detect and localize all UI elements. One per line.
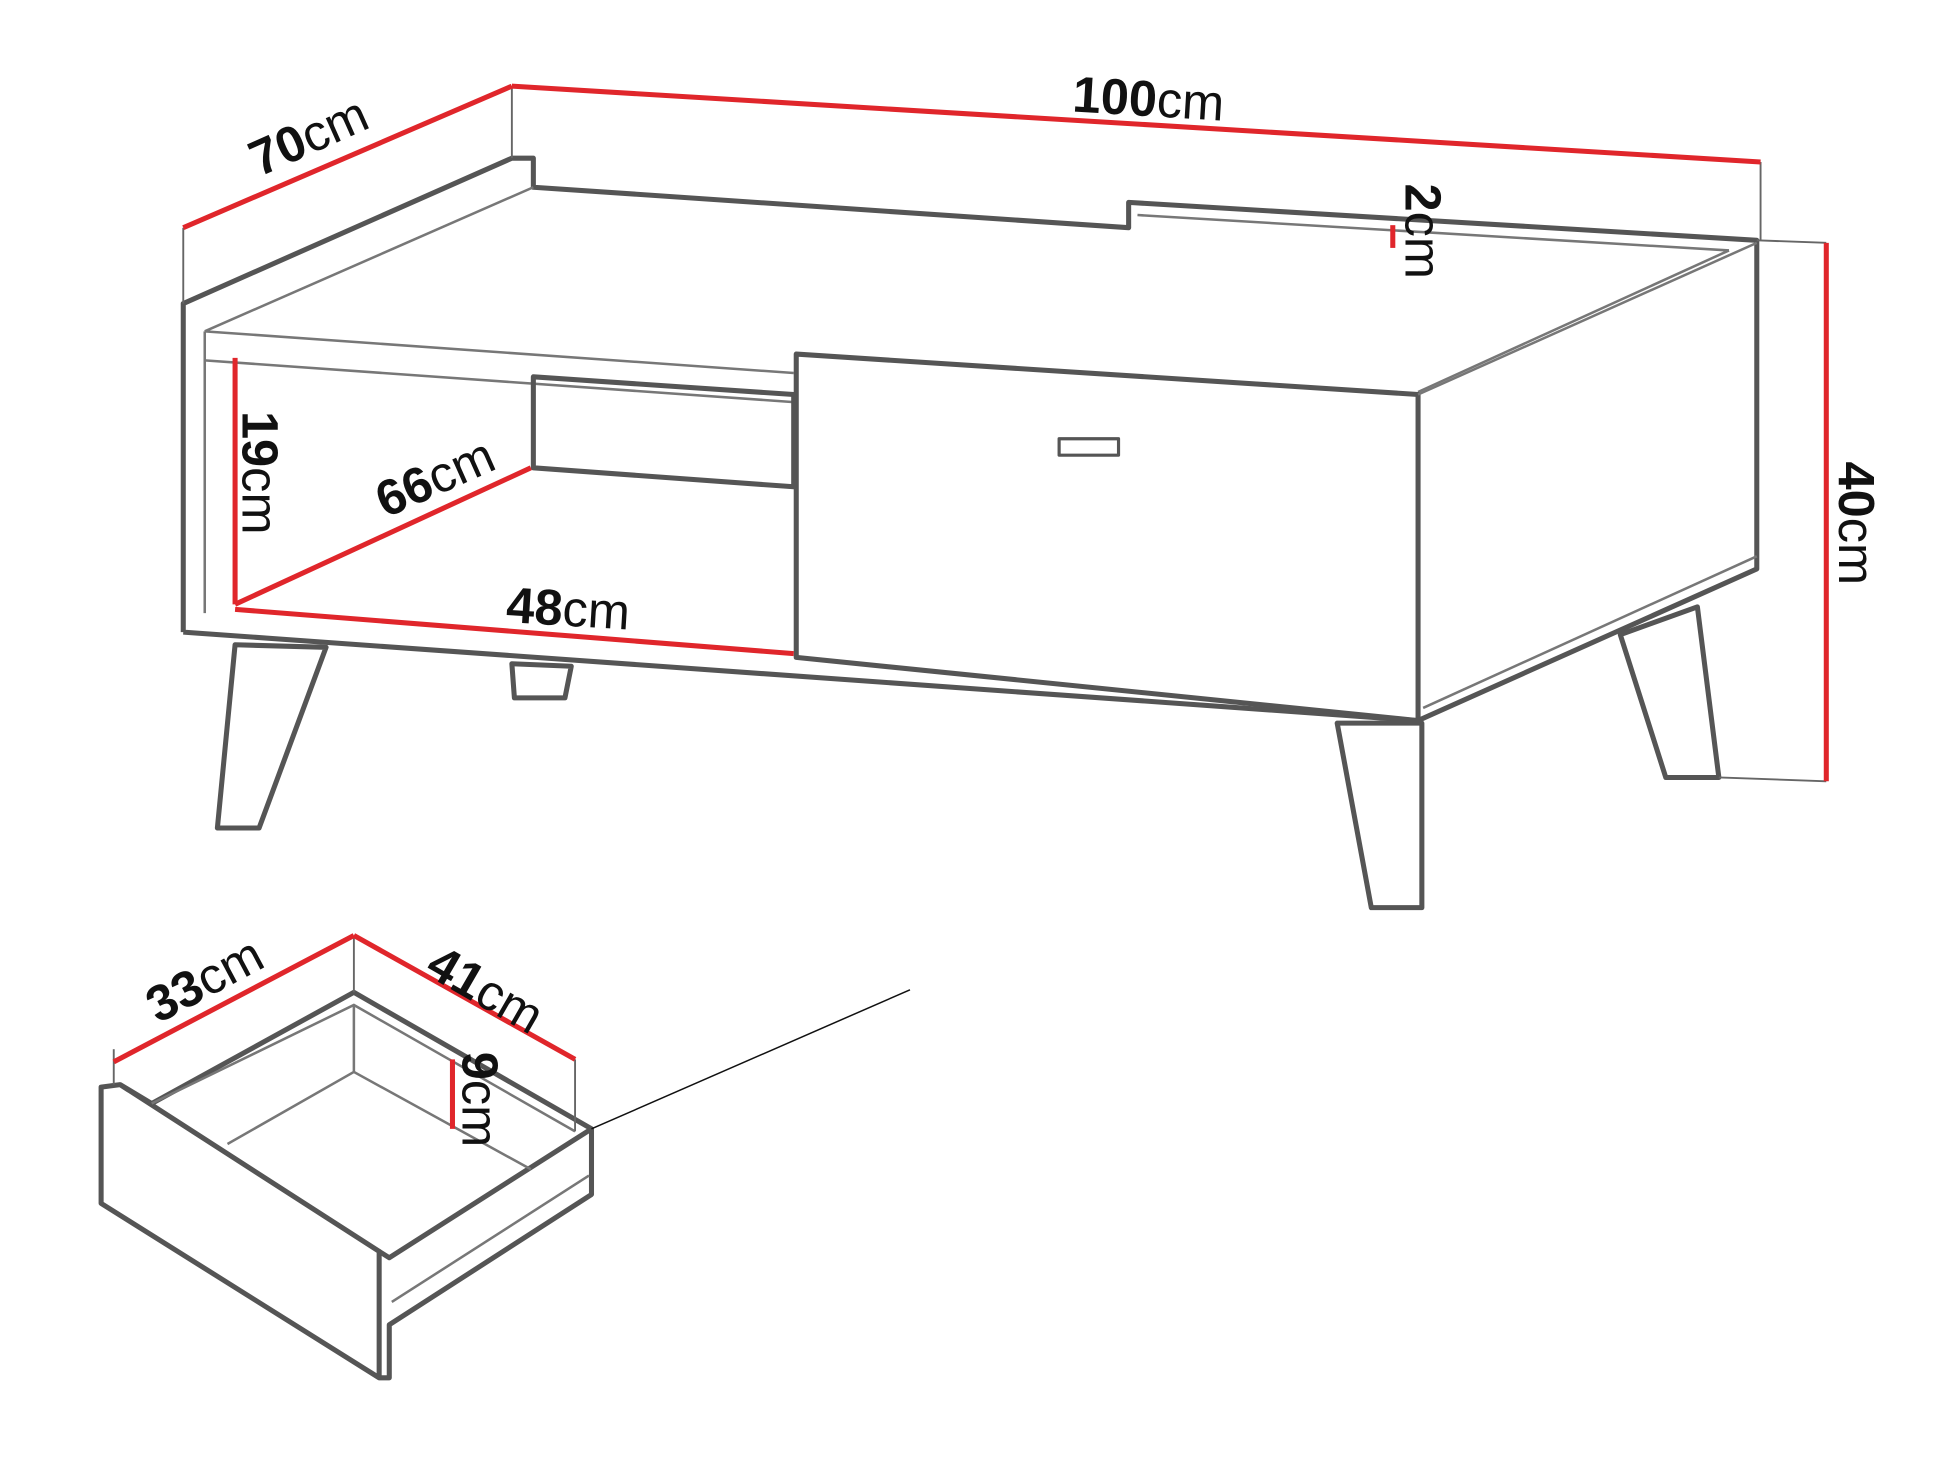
height-label: 40cm <box>1828 462 1885 586</box>
handle-icon <box>1057 437 1121 457</box>
leg <box>509 661 574 701</box>
leg <box>1334 720 1425 911</box>
top-lip-label: 2cm <box>1394 183 1451 279</box>
shelf-width-label: 48cm <box>505 576 632 640</box>
dimension-lines <box>182 83 1829 783</box>
drawer-width-label: 33cm <box>136 925 272 1033</box>
drawer-height-label: 9cm <box>452 1052 509 1148</box>
drawer-drawing <box>98 933 911 1381</box>
table-drawing <box>180 155 1760 911</box>
width-label: 100cm <box>1071 65 1226 131</box>
drawer-front <box>793 351 1421 724</box>
leg <box>214 642 329 831</box>
drawer-depth-label: 41cm <box>418 934 554 1045</box>
shelf-height-label: 19cm <box>232 411 289 535</box>
dimension-labels: 70cm 100cm 2cm 40cm 19cm 66cm 48cm 33cm … <box>136 65 1885 1147</box>
leg <box>1617 604 1722 780</box>
